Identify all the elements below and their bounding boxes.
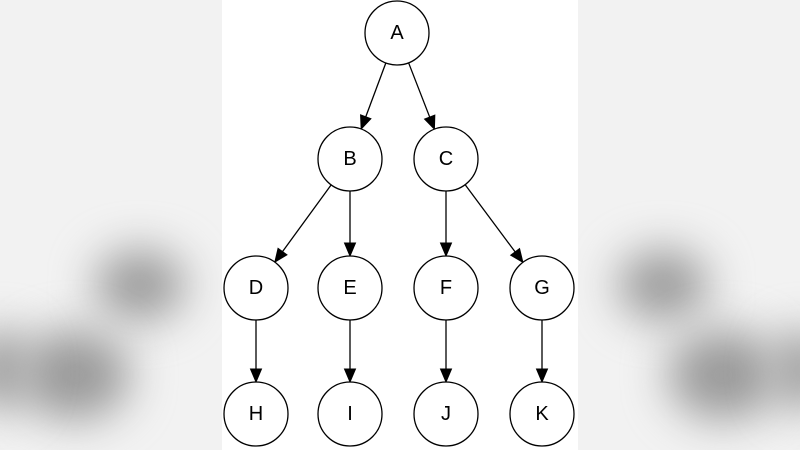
node-circle [413, 126, 479, 192]
edge-a-c [407, 62, 436, 131]
node-a[interactable]: A [364, 0, 430, 66]
arrowhead-icon [343, 368, 357, 384]
node-label: K [535, 403, 549, 425]
node-label: A [390, 22, 404, 44]
node-e[interactable]: E [317, 255, 383, 321]
node-k[interactable]: K [509, 381, 575, 447]
node-label: E [343, 277, 356, 299]
edge-line [281, 184, 332, 253]
node-j[interactable]: J [413, 381, 479, 447]
node-label: C [439, 148, 453, 170]
node-circle [364, 0, 430, 66]
node-circle [317, 381, 383, 447]
edge-line [407, 62, 431, 118]
node-circle [223, 255, 289, 321]
arrowhead-icon [439, 368, 453, 384]
node-circle [413, 255, 479, 321]
node-g[interactable]: G [509, 255, 575, 321]
node-h[interactable]: H [223, 381, 289, 447]
node-label: H [249, 403, 263, 425]
arrowhead-icon [343, 242, 357, 258]
node-circle [509, 255, 575, 321]
node-label: F [440, 277, 452, 299]
edge-line [365, 62, 387, 118]
arrowhead-icon [249, 368, 263, 384]
blurred-background-left [0, 0, 222, 450]
node-b[interactable]: B [317, 126, 383, 192]
node-f[interactable]: F [413, 255, 479, 321]
arrowhead-icon [439, 242, 453, 258]
node-circle [317, 255, 383, 321]
node-circle [413, 381, 479, 447]
node-c[interactable]: C [413, 126, 479, 192]
edge-line [464, 184, 516, 253]
edge-d-h [249, 320, 263, 384]
node-label: D [249, 277, 263, 299]
edge-c-g [464, 184, 524, 264]
edge-b-d [274, 184, 332, 264]
nodes-layer: A B C D E F G H I J K [223, 0, 575, 447]
edge-b-e [343, 191, 357, 258]
node-label: I [347, 403, 353, 425]
blurred-background-right [578, 0, 800, 450]
node-i[interactable]: I [317, 381, 383, 447]
node-label: J [441, 403, 451, 425]
edge-g-k [535, 320, 549, 384]
edge-c-f [439, 191, 453, 258]
arrowhead-icon [423, 114, 436, 131]
node-label: B [343, 148, 356, 170]
arrowhead-icon [535, 368, 549, 384]
node-circle [317, 126, 383, 192]
node-d[interactable]: D [223, 255, 289, 321]
node-circle [223, 381, 289, 447]
edge-e-i [343, 320, 357, 384]
diagram-panel [222, 0, 578, 450]
node-circle [509, 381, 575, 447]
arrowhead-icon [509, 247, 524, 264]
edge-f-j [439, 320, 453, 384]
arrowhead-icon [274, 247, 288, 264]
edge-a-b [360, 62, 387, 131]
arrowhead-icon [360, 114, 372, 131]
edges-layer [249, 62, 549, 384]
node-label: G [534, 277, 550, 299]
